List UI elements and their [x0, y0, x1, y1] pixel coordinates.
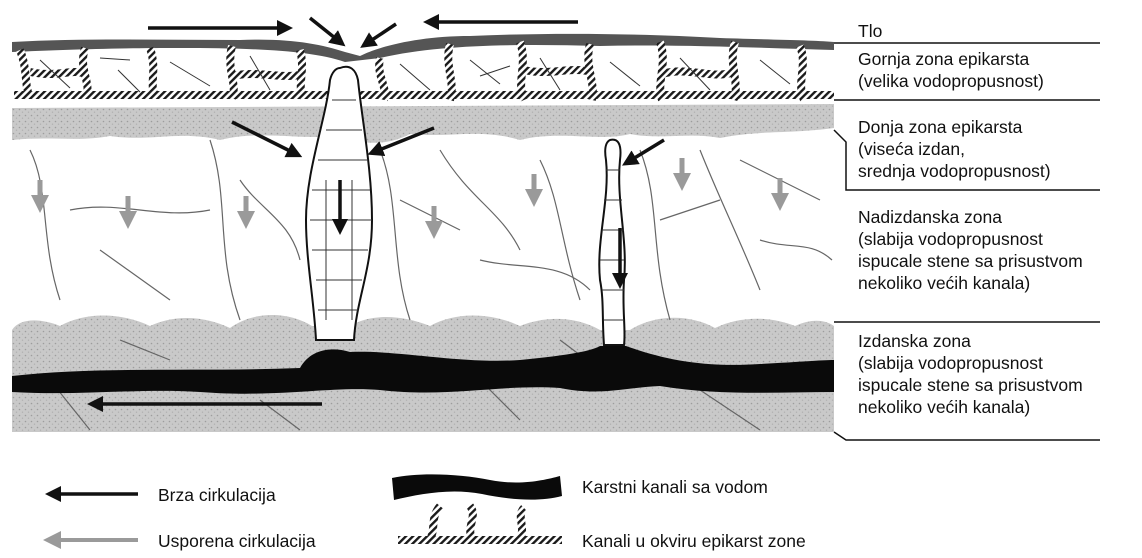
zone-label-gornja-line-2: (velika vodopropusnost) — [858, 70, 1044, 92]
zone-label-tlo-line: Tlo — [858, 20, 882, 42]
legend-epikarst-channel-label: Kanali u okviru epikarst zone — [582, 530, 806, 552]
zone-label-nadizdanska-line-4: nekoliko većih kanala) — [858, 272, 1083, 294]
legend-water-channel-label: Karstni kanali sa vodom — [582, 476, 768, 498]
zone-label-izdanska-line-2: (slabija vodopropusnost — [858, 352, 1083, 374]
zone-label-izdanska: Izdanska zona (slabija vodopropusnost is… — [858, 330, 1083, 418]
epikarst-channel-network — [14, 42, 834, 100]
arrow-top-diag-left — [310, 18, 340, 42]
zone-label-gornja-line-1: Gornja zona epikarsta — [858, 48, 1044, 70]
zone-label-nadizdanska: Nadizdanska zona (slabija vodopropusnost… — [858, 206, 1083, 294]
soil-layer — [12, 34, 834, 62]
zone-label-nadizdanska-line-1: Nadizdanska zona — [858, 206, 1083, 228]
legend-epikarst-channel-icon — [398, 506, 562, 540]
zone-label-gornja: Gornja zona epikarsta (velika vodopropus… — [858, 48, 1044, 92]
legend-fast-circulation-label: Brza cirkulacija — [158, 484, 276, 506]
zone-label-donja-line-2: (viseća izdan, — [858, 138, 1051, 160]
legend-water-channel-icon — [392, 474, 562, 500]
zone-label-nadizdanska-line-3: ispucale stene sa prisustvom — [858, 250, 1083, 272]
zone-label-izdanska-line-4: nekoliko većih kanala) — [858, 396, 1083, 418]
zone-label-tlo: Tlo — [858, 20, 882, 42]
legend-slow-circulation-label: Usporena cirkulacija — [158, 530, 316, 552]
zone-label-nadizdanska-line-2: (slabija vodopropusnost — [858, 228, 1083, 250]
zone-label-donja-line-1: Donja zona epikarsta — [858, 116, 1051, 138]
arrow-top-diag-right — [366, 24, 396, 44]
zone-label-izdanska-line-3: ispucale stene sa prisustvom — [858, 374, 1083, 396]
zone-label-donja-line-3: srednja vodopropusnost) — [858, 160, 1051, 182]
zone-label-izdanska-line-1: Izdanska zona — [858, 330, 1083, 352]
zone-label-donja: Donja zona epikarsta (viseća izdan, sred… — [858, 116, 1051, 182]
